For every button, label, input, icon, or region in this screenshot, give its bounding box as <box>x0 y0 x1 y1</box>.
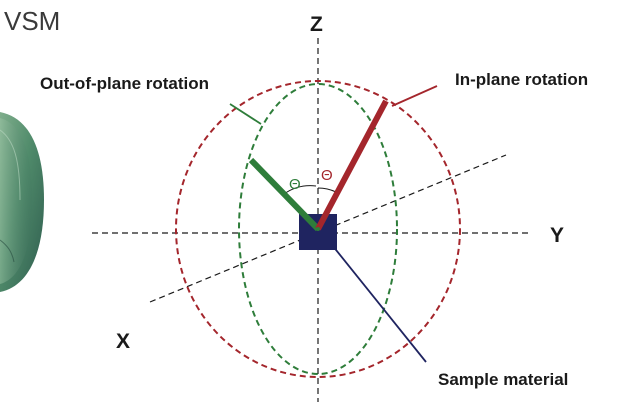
pivot-point <box>316 227 320 231</box>
y-axis-label: Y <box>550 224 565 247</box>
in-plane-rotation-circle <box>175 80 461 378</box>
in-plane-rotation-label: In-plane rotation <box>455 70 589 89</box>
out-of-plane-rod <box>248 157 321 232</box>
out-of-plane-rotation-label: Out-of-plane rotation <box>40 74 210 93</box>
in-plane-leader-line <box>391 85 438 107</box>
sample-material-label: Sample material <box>438 370 569 389</box>
in-plane-rod <box>315 99 389 231</box>
out-of-plane-leader-line <box>229 103 262 125</box>
z-axis-label: Z <box>310 13 323 36</box>
out-of-plane-rotation-ellipse <box>238 83 398 375</box>
x-axis-label: X <box>116 330 131 353</box>
out-of-plane-theta-label: Θ <box>289 176 301 193</box>
page-title: VSM <box>4 6 61 36</box>
magnet-pole-image <box>0 112 44 292</box>
in-plane-angle-arc <box>317 187 337 193</box>
sample-leader-line <box>319 229 427 363</box>
in-plane-theta-label: Θ <box>321 167 333 184</box>
